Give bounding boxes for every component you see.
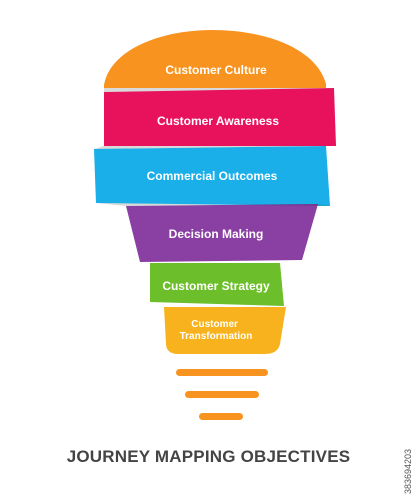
segment-shadow (104, 88, 334, 92)
segment-label-customer-transformation: Customer Transformation (180, 319, 253, 342)
segment-decision-making (126, 204, 318, 262)
bulb-base-line-3 (199, 413, 243, 420)
side-id-text: 383694203 (401, 382, 415, 494)
bulb-base-line-2 (185, 391, 259, 398)
segment-label-customer-strategy: Customer Strategy (162, 279, 270, 293)
segment-shadow (96, 203, 330, 206)
segment-customer-strategy (150, 263, 284, 306)
segment-label-customer-culture: Customer Culture (165, 63, 267, 77)
segment-commercial-outcomes (94, 146, 330, 206)
bulb-base-line-1 (176, 369, 268, 376)
segment-shadow (94, 146, 336, 149)
diagram-title: JOURNEY MAPPING OBJECTIVES (66, 447, 351, 466)
segment-customer-transformation (164, 307, 286, 354)
segment-customer-culture (104, 30, 326, 88)
segment-label-commercial-outcomes: Commercial Outcomes (147, 169, 278, 183)
segment-label-decision-making: Decision Making (169, 227, 264, 241)
segment-customer-awareness (104, 88, 336, 146)
segment-label-customer-awareness: Customer Awareness (157, 114, 279, 128)
side-id-label: 383694203 (403, 448, 413, 494)
